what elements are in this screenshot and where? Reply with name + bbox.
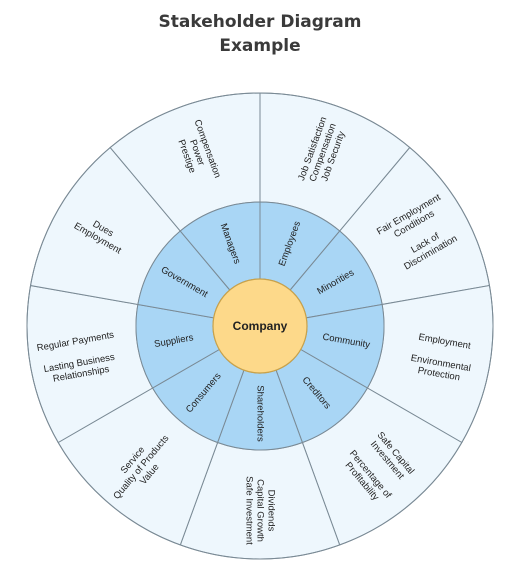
interest-text: Safe Investment xyxy=(243,476,254,545)
interest-text: Capital Growth xyxy=(254,479,265,542)
center-hub: Company xyxy=(212,278,308,374)
diagram-title-line2: Example xyxy=(219,36,301,56)
interest-text: Dividends xyxy=(265,490,276,532)
center-circle xyxy=(212,278,308,374)
center-label: Company xyxy=(233,319,288,333)
inner-ring: EmployeesMinoritiesCommunityCreditorsSha… xyxy=(135,201,385,451)
outer-border xyxy=(26,92,494,560)
stakeholder-label-shareholders: Shareholders xyxy=(254,385,265,442)
diagram-title-line1: Stakeholder Diagram xyxy=(158,12,362,32)
